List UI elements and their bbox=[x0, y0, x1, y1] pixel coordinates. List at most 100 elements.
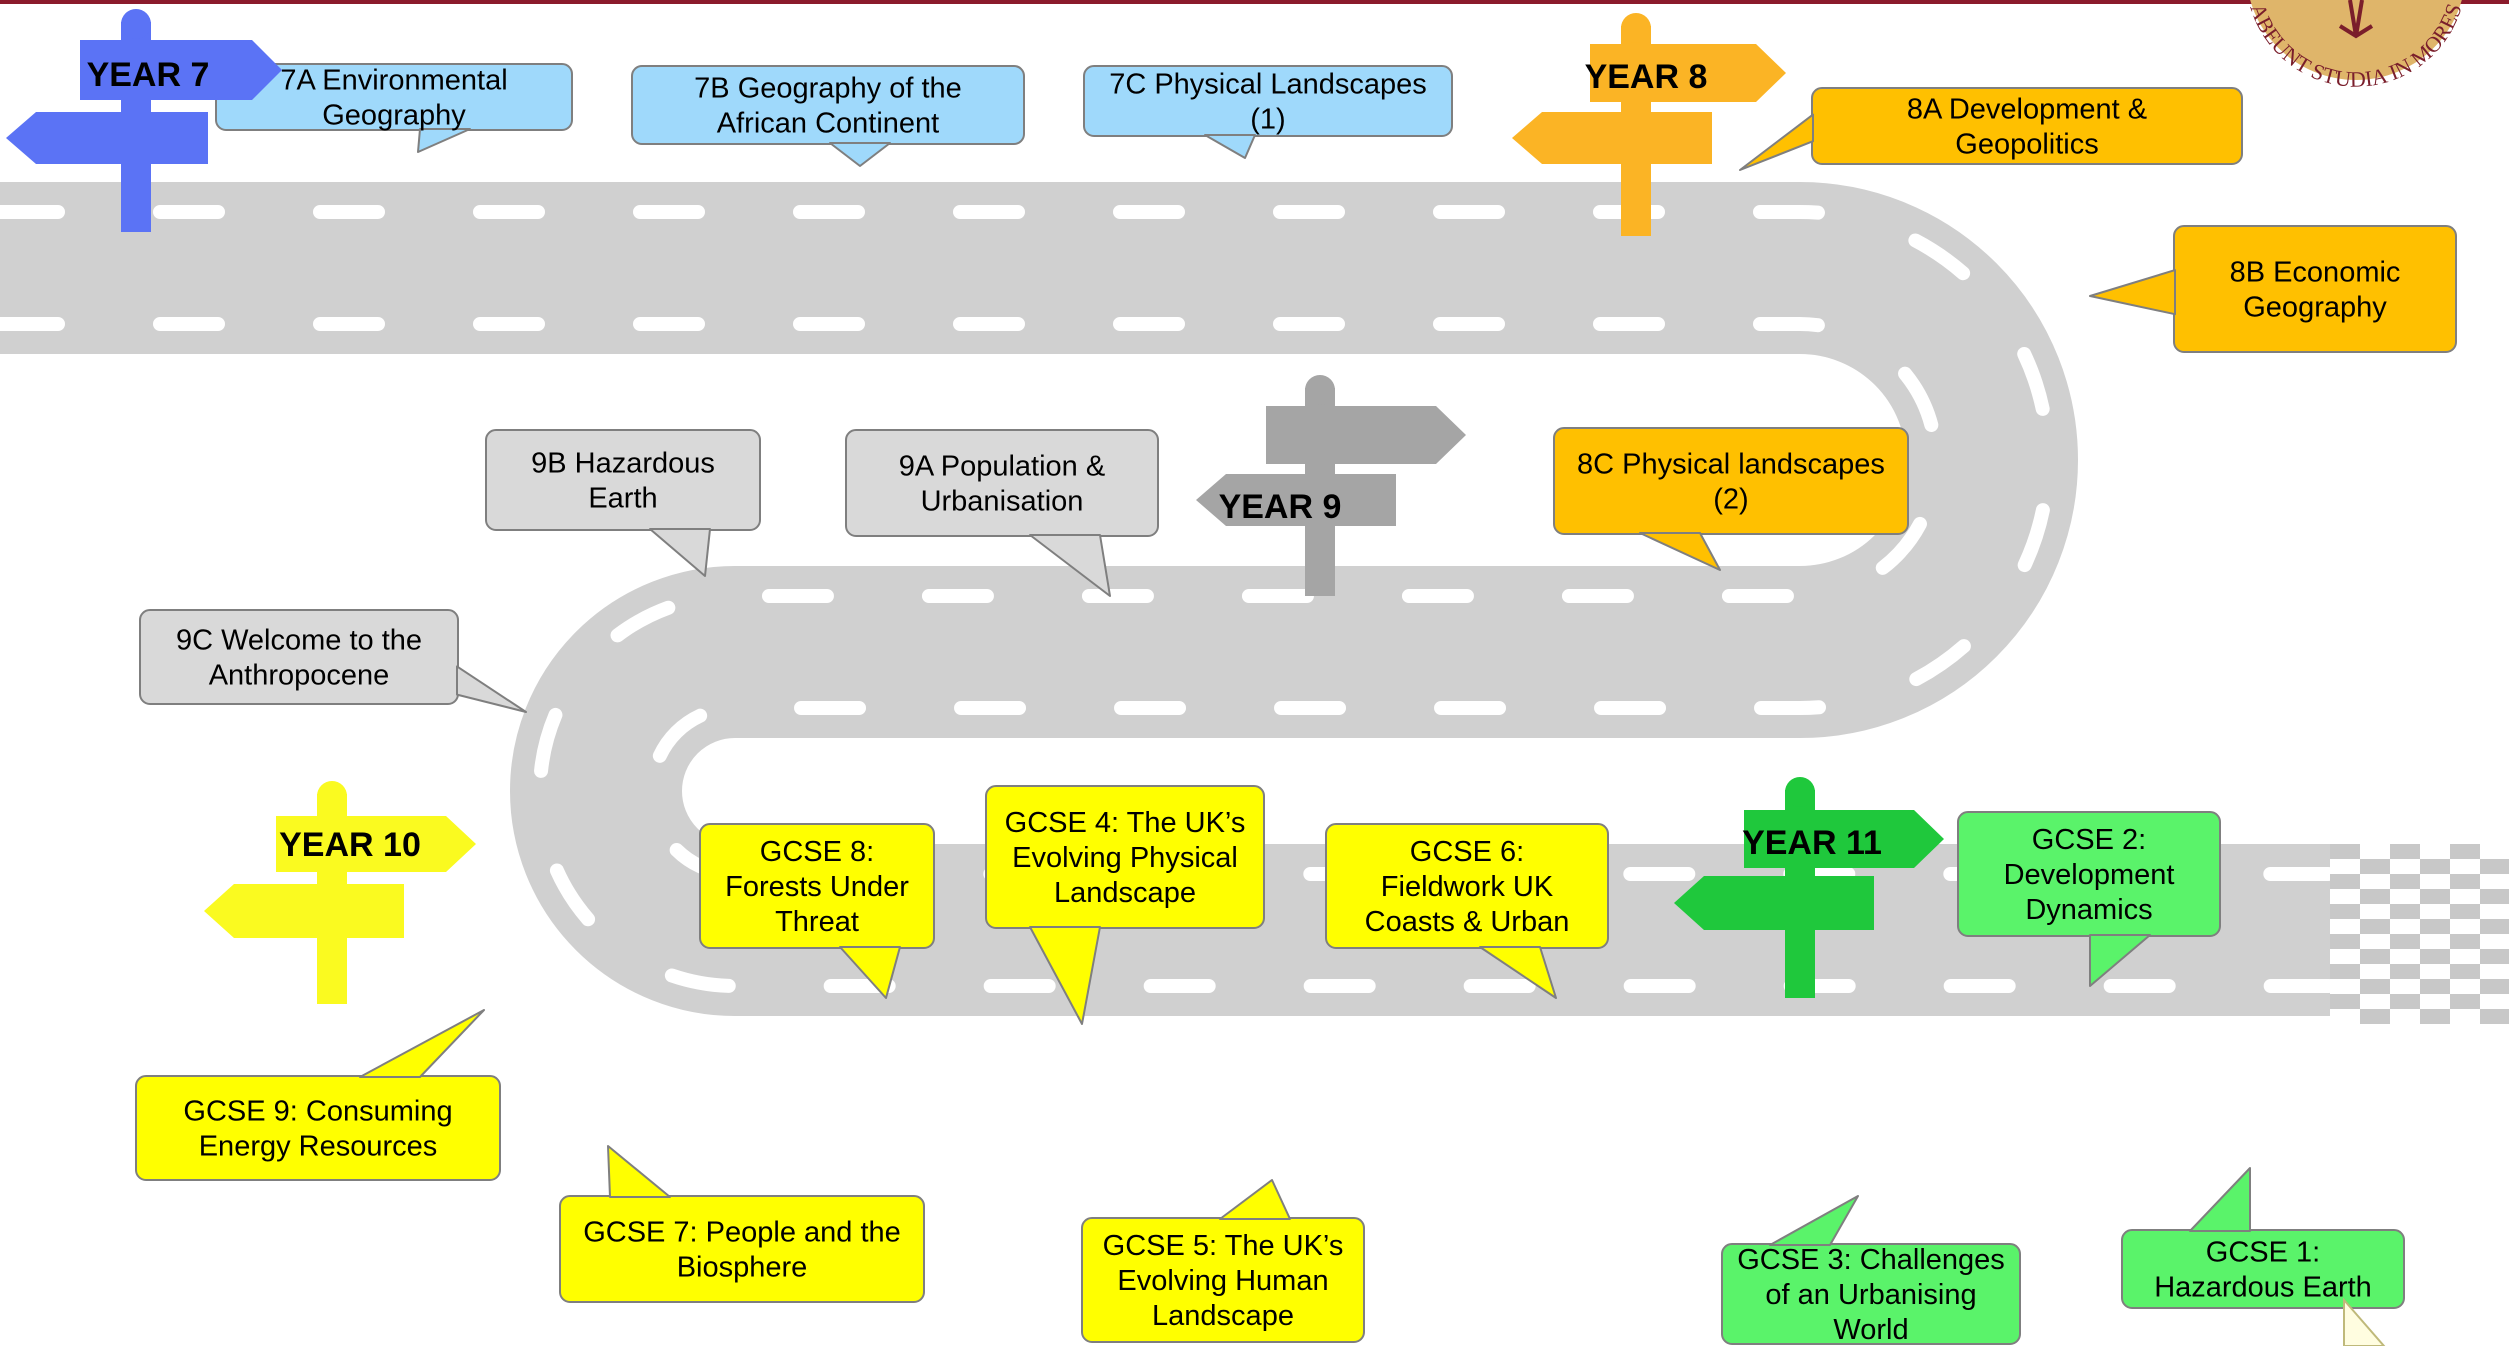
bubble-text-line: 8A Development & bbox=[1907, 94, 2147, 126]
finish-check bbox=[2330, 859, 2360, 874]
bubble-text-line: African Continent bbox=[717, 108, 939, 140]
finish-check bbox=[2360, 919, 2390, 934]
bubble-box bbox=[2173, 225, 2457, 353]
finish-check bbox=[2390, 889, 2420, 904]
school-logo: ABEUNT STUDIA IN MORES bbox=[2245, 0, 2467, 1346]
topic-bubble-8a: 8A Development &Geopolitics bbox=[1739, 87, 2243, 171]
finish-check bbox=[2420, 874, 2450, 889]
finish-check bbox=[2420, 979, 2450, 994]
top-rule bbox=[0, 0, 2509, 4]
finish-check bbox=[2420, 904, 2450, 919]
finish-check bbox=[2330, 994, 2360, 1009]
bubble-tail bbox=[1479, 946, 1557, 999]
finish-check bbox=[2480, 979, 2509, 994]
signpost-right-arm bbox=[1266, 406, 1466, 464]
bubble-tail bbox=[1029, 926, 1101, 1025]
logo-seal bbox=[2250, 0, 2462, 80]
bubble-text-line: Geography bbox=[2243, 292, 2387, 324]
finish-check bbox=[2450, 919, 2480, 934]
bubble-text-line: (1) bbox=[1250, 104, 1285, 136]
finish-check bbox=[2420, 964, 2450, 979]
bubble-text-line: Fieldwork UK bbox=[1381, 871, 1554, 903]
finish-check bbox=[2480, 859, 2509, 874]
bubble-box bbox=[699, 823, 935, 949]
finish-check bbox=[2360, 979, 2390, 994]
bubble-text-line: 8B Economic bbox=[2230, 257, 2401, 289]
bubble-text-line: 9C Welcome to the bbox=[176, 625, 422, 657]
finish-check bbox=[2480, 919, 2509, 934]
bubble-box bbox=[139, 609, 459, 705]
road-lane-dashes bbox=[0, 205, 2337, 881]
bubble-text-line: Coasts & Urban bbox=[1365, 906, 1570, 938]
finish-check bbox=[2330, 919, 2360, 934]
finish-check bbox=[2360, 949, 2390, 964]
finish-check bbox=[2330, 1009, 2360, 1024]
bubble-box bbox=[985, 785, 1265, 929]
signpost-right-arm bbox=[1744, 810, 1944, 868]
finish-check bbox=[2390, 904, 2420, 919]
road-surface bbox=[0, 182, 2330, 1016]
bubble-tail bbox=[1739, 113, 1814, 171]
bubble-text-line: GCSE 9: Consuming bbox=[183, 1096, 452, 1128]
logo-tree bbox=[2338, 0, 2374, 39]
bubble-text-line: 7C Physical Landscapes bbox=[1109, 69, 1427, 101]
bubble-tail bbox=[829, 142, 891, 167]
bubble-box bbox=[1083, 65, 1453, 137]
bubble-text-line: Evolving Human bbox=[1117, 1265, 1328, 1297]
finish-check bbox=[2450, 949, 2480, 964]
signpost-left-arm bbox=[6, 112, 208, 164]
bubble-tail bbox=[1204, 134, 1256, 159]
signpost-label: YEAR 8 bbox=[1585, 58, 1708, 96]
bubble-text-line: (2) bbox=[1713, 484, 1748, 516]
signpost-left-arm bbox=[204, 884, 404, 938]
bubble-text-line: GCSE 5: The UK’s bbox=[1103, 1230, 1344, 1262]
bubble-text-line: Geography bbox=[322, 100, 466, 132]
finish-check bbox=[2420, 844, 2450, 859]
signpost-label: YEAR 11 bbox=[1742, 824, 1882, 862]
bubble-text-line: Anthropocene bbox=[209, 660, 390, 692]
finish-check bbox=[2450, 889, 2480, 904]
finish-check bbox=[2360, 964, 2390, 979]
finish-check bbox=[2480, 994, 2509, 1009]
bubble-text-line: Landscape bbox=[1054, 877, 1196, 909]
topic-bubble-7c: 7C Physical Landscapes(1) bbox=[1083, 65, 1453, 159]
topic-bubble-8c: 8C Physical landscapes(2) bbox=[1553, 427, 1909, 571]
topic-bubble-gcse1: GCSE 1:Hazardous Earth bbox=[2121, 1167, 2405, 1309]
bubble-tail bbox=[839, 946, 901, 999]
signpost-cap bbox=[1305, 375, 1335, 405]
bubble-tail bbox=[2189, 1167, 2251, 1232]
bubble-text-line: of an Urbanising bbox=[1765, 1279, 1976, 1311]
finish-check bbox=[2360, 874, 2390, 889]
finish-check bbox=[2390, 979, 2420, 994]
signpost-label: YEAR 7 bbox=[87, 56, 210, 94]
signpost-year10: YEAR 10 bbox=[204, 781, 476, 1004]
finish-check bbox=[2450, 844, 2480, 859]
finish-check bbox=[2420, 919, 2450, 934]
topic-bubble-9a: 9A Population &Urbanisation bbox=[845, 429, 1159, 597]
bubble-box bbox=[2121, 1229, 2405, 1309]
finish-check bbox=[2330, 844, 2360, 859]
bubble-text-line: Earth bbox=[588, 483, 657, 515]
finish-check bbox=[2390, 934, 2420, 949]
finish-check bbox=[2420, 889, 2450, 904]
bubble-text-line: 8C Physical landscapes bbox=[1577, 449, 1885, 481]
bubble-box bbox=[135, 1075, 501, 1181]
finish-check bbox=[2480, 1009, 2509, 1024]
signpost-right-arm bbox=[80, 40, 282, 100]
finish-check bbox=[2480, 889, 2509, 904]
bubble-box bbox=[1553, 427, 1909, 535]
signpost-year8: YEAR 8 bbox=[1512, 13, 1786, 236]
finish-check bbox=[2390, 874, 2420, 889]
finish-check bbox=[2360, 859, 2390, 874]
bubble-text-line: Energy Resources bbox=[199, 1131, 438, 1163]
finish-check bbox=[2450, 904, 2480, 919]
